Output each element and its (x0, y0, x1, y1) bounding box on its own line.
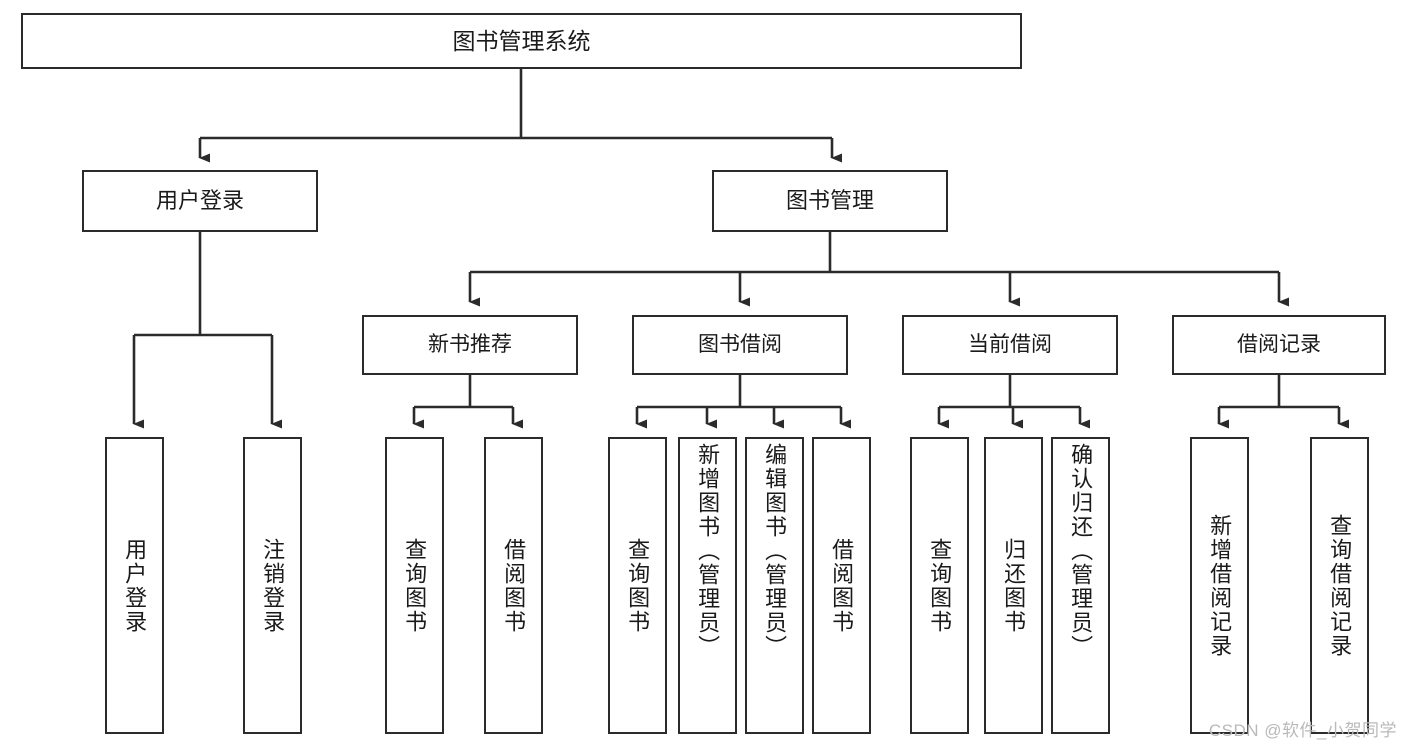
node-book-manage[interactable]: 图书管理 (712, 170, 948, 232)
node-leaf-add-borrow-record[interactable]: 新增借阅记录 (1190, 437, 1249, 734)
node-leaf-query-book-2[interactable]: 查询图书 (608, 437, 667, 734)
node-leaf-edit-book-admin[interactable]: 编辑图书（管理员） (745, 437, 804, 734)
edge-bookborrow-to-leaves (635, 375, 851, 429)
node-leaf-add-book-admin[interactable]: 新增图书（管理员） (678, 437, 737, 734)
node-leaf-add-borrow-record-label: 新增借阅记录 (1207, 513, 1233, 658)
node-leaf-confirm-return-admin-label: 确认归还（管理员） (1068, 443, 1094, 659)
node-borrow-record-label: 借阅记录 (1237, 332, 1321, 356)
edge-bookmanage-to-level3 (468, 232, 1289, 307)
node-leaf-user-login[interactable]: 用户登录 (105, 437, 164, 734)
edge-borrowrecord-to-leaves (1217, 375, 1349, 429)
watermark: CSDN @软件_小贺同学 (1208, 721, 1397, 740)
node-new-book-recommend[interactable]: 新书推荐 (362, 315, 578, 375)
node-leaf-query-book-1[interactable]: 查询图书 (385, 437, 444, 734)
node-leaf-query-book-3-label: 查询图书 (927, 537, 953, 634)
node-leaf-query-borrow-record-label: 查询借阅记录 (1327, 513, 1353, 658)
edge-root-to-level2 (198, 69, 842, 163)
node-current-borrow[interactable]: 当前借阅 (902, 315, 1118, 375)
node-leaf-query-borrow-record[interactable]: 查询借阅记录 (1310, 437, 1369, 734)
node-user-login-label: 用户登录 (155, 188, 244, 214)
node-new-book-recommend-label: 新书推荐 (428, 332, 512, 356)
node-current-borrow-label: 当前借阅 (968, 332, 1052, 356)
node-root-system[interactable]: 图书管理系统 (21, 13, 1022, 69)
node-book-borrow-label: 图书借阅 (698, 332, 782, 356)
node-book-borrow[interactable]: 图书借阅 (632, 315, 848, 375)
node-leaf-confirm-return-admin[interactable]: 确认归还（管理员） (1051, 437, 1110, 734)
node-leaf-return-book[interactable]: 归还图书 (984, 437, 1043, 734)
node-root-label: 图书管理系统 (452, 27, 591, 54)
node-leaf-add-book-admin-label: 新增图书（管理员） (695, 443, 721, 659)
node-borrow-record[interactable]: 借阅记录 (1172, 315, 1386, 375)
node-leaf-borrow-book-2[interactable]: 借阅图书 (812, 437, 871, 734)
node-leaf-borrow-book-1-label: 借阅图书 (501, 537, 527, 634)
node-leaf-borrow-book-2-label: 借阅图书 (829, 537, 855, 634)
node-leaf-return-book-label: 归还图书 (1001, 537, 1027, 634)
edge-userlogin-to-leaves (132, 232, 282, 429)
node-book-manage-label: 图书管理 (785, 188, 874, 214)
node-user-login[interactable]: 用户登录 (82, 170, 318, 232)
node-leaf-query-book-2-label: 查询图书 (625, 537, 651, 634)
node-leaf-borrow-book-1[interactable]: 借阅图书 (484, 437, 543, 734)
node-leaf-edit-book-admin-label: 编辑图书（管理员） (762, 443, 788, 659)
node-leaf-logout-login-label: 注销登录 (260, 537, 286, 634)
edge-newbook-to-leaves (412, 375, 523, 429)
node-leaf-user-login-label: 用户登录 (122, 537, 148, 634)
node-leaf-query-book-1-label: 查询图书 (402, 537, 428, 634)
node-leaf-query-book-3[interactable]: 查询图书 (910, 437, 969, 734)
edge-currentborrow-to-leaves (937, 375, 1090, 429)
node-leaf-logout-login[interactable]: 注销登录 (243, 437, 302, 734)
